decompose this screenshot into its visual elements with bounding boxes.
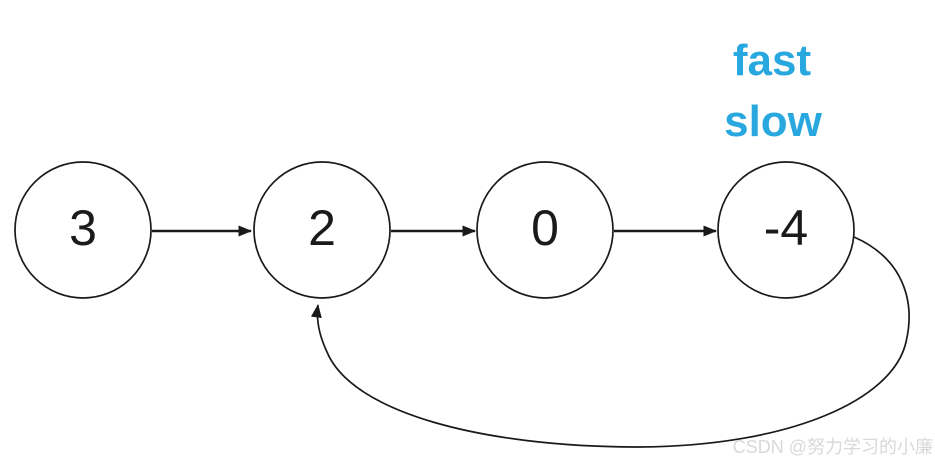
edges xyxy=(152,225,910,448)
node-2-circle xyxy=(253,161,391,299)
node-neg4-circle xyxy=(717,161,855,299)
node-neg4: -4 xyxy=(717,161,855,299)
cycle-edge-arrow-neg4-to-2 xyxy=(310,236,910,448)
slow-pointer-label: slow xyxy=(724,97,823,146)
node-2-label: 2 xyxy=(308,200,336,256)
node-3-label: 3 xyxy=(69,200,97,256)
node-0-circle xyxy=(476,161,614,299)
node-3-circle xyxy=(14,161,152,299)
fast-pointer-label: fast xyxy=(733,36,812,85)
node-3: 3 xyxy=(14,161,152,299)
node-0: 0 xyxy=(476,161,614,299)
node-2: 2 xyxy=(253,161,391,299)
node-neg4-label: -4 xyxy=(764,200,808,256)
nodes: 3 2 0 -4 xyxy=(14,161,855,299)
watermark: CSDN @努力学习的小廉 xyxy=(733,437,933,457)
node-0-label: 0 xyxy=(531,200,559,256)
pointer-labels: fast slow xyxy=(724,36,823,146)
